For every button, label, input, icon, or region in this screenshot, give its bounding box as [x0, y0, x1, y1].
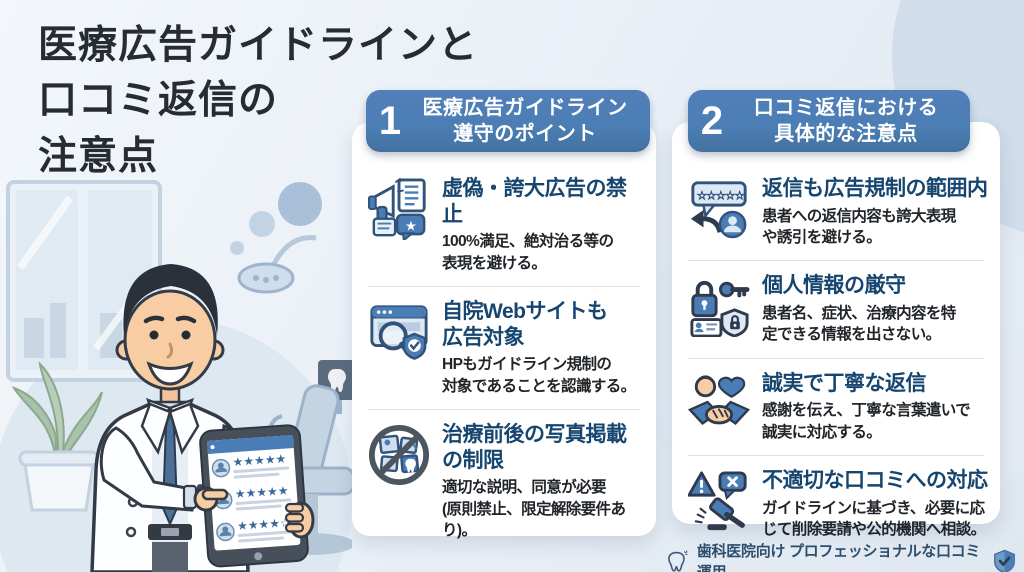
- divider: [688, 455, 984, 457]
- dentist-figure: ★★★★★ ★★★★★ ★★★★☆: [90, 264, 315, 572]
- review-bubble-stars: ☆☆☆☆☆: [697, 189, 745, 202]
- card2-item-inappropriate: 不適切な口コミへの対応 ガイドラインに基づき、必要に応 じて削除要請や公的機関へ…: [672, 456, 1000, 552]
- dental-lamp-illustration: [237, 235, 317, 294]
- tablet-review-stars: ★★★★★: [232, 452, 287, 470]
- svg-text:★: ★: [405, 218, 417, 233]
- megaphone-documents-icon: ★: [366, 176, 432, 242]
- no-photos-icon: [366, 422, 432, 488]
- card1-item-photos: 治療前後の写真掲載 の制限 適切な説明、同意が必要 (原則禁止、限定解除要件あり…: [352, 410, 656, 553]
- divider: [368, 285, 640, 287]
- tablet-review-stars: ★★★★☆: [237, 515, 292, 533]
- website-inspection-icon: [366, 299, 432, 365]
- card1-number: 1: [378, 99, 402, 143]
- item-title: 治療前後の写真掲載 の制限: [442, 422, 627, 472]
- plant-illustration: [11, 361, 103, 512]
- dentist-illustration: ★★★★★ ★★★★★ ★★★★☆: [0, 180, 352, 572]
- item-body: 患者名、症状、治療内容を特 定できる情報を出さない。: [762, 304, 956, 344]
- card-guideline-points: ★ 虚偽・誇大広告の禁止 100%満足、絶対治る等の 表現を避ける。: [352, 122, 656, 539]
- item-body: HPもガイドライン規制の 対象であることを認識する。: [442, 356, 636, 395]
- item-body: 患者への返信内容も誇大表現 や誘引を避ける。: [762, 207, 956, 246]
- card2-item-scope: ☆☆☆☆☆ 返信も広告規制の範囲内 患者への返信内容も誇大表現 や誘引を避ける。: [672, 164, 1000, 260]
- divider: [368, 408, 640, 410]
- card1-item-false-ads: ★ 虚偽・誇大広告の禁止 100%満足、絶対治る等の 表現を避ける。: [352, 164, 656, 286]
- divider: [688, 260, 984, 262]
- card2-item-privacy: 個人情報の厳守 患者名、症状、治療内容を特 定できる情報を出さない。: [672, 261, 1000, 357]
- card2-item-sincere-reply: 誠実で丁寧な返信 感謝を伝え、丁寧な言葉遣いで 誠実に対応する。: [672, 359, 1000, 455]
- window-illustration: [6, 180, 162, 382]
- divider: [688, 357, 984, 359]
- handshake-heart-icon: [686, 371, 752, 437]
- item-title: 返信も広告規制の範囲内: [762, 177, 988, 200]
- review-reply-icon: ☆☆☆☆☆: [686, 176, 752, 242]
- footer-brand: 歯科医院向け プロフェッショナルな口コミ運用: [664, 540, 1016, 572]
- tablet-review-stars: ★★★★★: [234, 483, 289, 501]
- speech-dots-decoration: [230, 182, 322, 255]
- item-body: 感謝を伝え、丁寧な言葉遣いで 誠実に対応する。: [762, 402, 971, 441]
- card1-title: 医療広告ガイドライン 遵守のポイント: [422, 97, 628, 145]
- warning-gavel-icon: [686, 468, 752, 534]
- card1-item-website: 自院Webサイトも 広告対象 HPもガイドライン規制の 対象であることを認識する…: [352, 287, 656, 409]
- pointing-arm: [99, 426, 229, 512]
- shield-check-icon: [994, 549, 1015, 572]
- page-title: 医療広告ガイドラインと 口コミ返信の 注意点: [38, 24, 479, 178]
- card-review-reply-points: ☆☆☆☆☆ 返信も広告規制の範囲内 患者への返信内容も誇大表現 や誘引を避ける。: [672, 122, 1000, 538]
- personal-info-lock-icon: [686, 273, 752, 339]
- item-title: 虚偽・誇大広告の禁止: [442, 177, 627, 226]
- card1-header: 1 医療広告ガイドライン 遵守のポイント: [366, 90, 650, 152]
- item-title: 個人情報の厳守: [762, 274, 906, 298]
- item-title: 自院Webサイトも 広告対象: [442, 299, 608, 349]
- item-body: 100%満足、絶対治る等の 表現を避ける。: [442, 233, 614, 272]
- card2-title: 口コミ返信における 具体的な注意点: [753, 97, 939, 145]
- item-body: 適切な説明、同意が必要 (原則禁止、限定解除要件あり)。: [442, 479, 626, 539]
- holding-hand: [284, 501, 315, 539]
- card2-number: 2: [700, 99, 724, 143]
- tooth-icon: [668, 549, 688, 572]
- item-title: 不適切な口コミへの対応: [762, 469, 988, 493]
- card2-header: 2 口コミ返信における 具体的な注意点: [688, 90, 970, 152]
- footer-text: 歯科医院向け プロフェッショナルな口コミ運用: [696, 543, 981, 572]
- item-title: 誠実で丁寧な返信: [762, 371, 927, 395]
- item-body: ガイドラインに基づき、必要に応 じて削除要請や公的機関へ相談。: [762, 499, 986, 539]
